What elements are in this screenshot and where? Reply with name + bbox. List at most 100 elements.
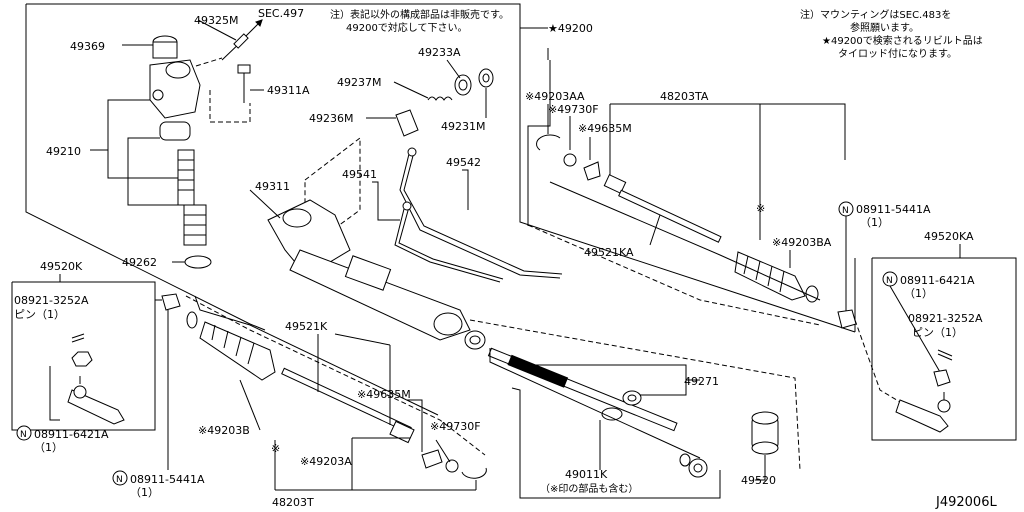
label-49233a: 49233A [418,46,461,59]
rack-group [464,330,779,478]
label-pin-right: ピン（1） [912,326,963,339]
tube-49541 [394,204,501,283]
clamp-49203aa [536,134,561,151]
main-frame-top [26,3,856,333]
bushing-49236m [395,109,419,137]
left-boot-group [186,311,487,479]
housing-end [433,312,463,336]
lock-plate-49635m-right [583,161,601,181]
label-08921-3252a-left: 08921-3252A [14,294,89,307]
label-49203aa: ※49203AA [525,90,585,103]
pinion-shaft [177,149,195,206]
cotter-pin-right [937,349,953,357]
spring-49237m [427,96,453,101]
right-inner-group [536,134,819,303]
label-08911-5441a-right-qty: （1） [860,216,889,229]
cap-body [152,41,178,59]
diagram-id: J492006L [935,495,997,510]
label-08911-5441a-left-qty: （1） [130,486,159,499]
label-48203ta: 48203TA [660,90,709,103]
label-49730f-right: ※49730F [548,103,599,116]
label-star-1: ※ [271,442,280,455]
circle-n-glyph-right-1: N [842,206,849,216]
lock-nut-right [837,309,857,329]
label-49635m-right: ※49635M [578,122,632,135]
bolt-49311a-head [237,64,251,74]
label-49730f-left: ※49730F [430,420,481,433]
rack-end-nut [679,453,691,467]
label-08911-6421a-left-qty: （1） [34,441,63,454]
box-49520k [11,281,156,431]
nut-left [71,351,93,367]
note-jp-line2: 49200で対応して下さい。 [346,21,468,34]
label-49203a: ※49203A [300,455,352,468]
housing-port [165,61,191,79]
label-pin-left: ピン（1） [14,308,65,321]
label-49262: 49262 [122,256,157,269]
nut-right [933,369,951,387]
label-49311a: 49311A [267,84,310,97]
circle-n-glyph-right-2: N [886,276,893,286]
label-49236m: 49236M [309,112,353,125]
label-49542: 49542 [446,156,481,169]
note-right-line1: 注）マウンティングはSEC.483を [800,8,951,21]
label-08911-6421a-right: 08911-6421A [900,274,975,287]
label-49271: 49271 [684,375,719,388]
label-48203t: 48203T [272,496,314,509]
label-49011k-note: （※印の部品も含む） [540,482,638,495]
circle-n-glyph-left-1: N [20,430,27,440]
tie-rod-end-right [895,399,949,433]
frame-49203aa [527,60,551,226]
note-jp-line1: 注）表記以外の構成部品は非販売です。 [330,8,509,21]
note-right-line4: タイロッド付になります。 [838,47,957,60]
label-49521k: 49521K [285,320,328,333]
label-49541: 49541 [342,168,377,181]
cotter-pin-left [71,333,85,339]
leader-49203b [239,379,261,431]
label-49311: 49311 [255,180,290,193]
tube-49542 [399,149,561,279]
housing-tube [289,249,471,341]
label-49520k: 49520K [40,260,83,273]
label-49210: 49210 [46,145,81,158]
label-sec497: SEC.497 [258,7,304,20]
label-08911-6421a-left: 08911-6421A [34,428,109,441]
note-right-line2: 参照願います。 [850,21,919,34]
inner-tie-rod-49521ka [618,189,722,243]
label-49011k: 49011K [565,468,608,481]
label-49521ka: 49521KA [584,246,634,259]
label-49231m: 49231M [441,120,485,133]
label-49635m-left: ※49635M [357,388,411,401]
label-49203ba: ※49203BA [772,236,832,249]
label-08911-5441a-right: 08911-5441A [856,203,931,216]
tie-rod-end-left [67,389,125,425]
washer-49730f-right [563,153,577,167]
circle-n-icon-left-1 [16,425,32,441]
housing-cylinder [344,255,392,291]
label-49200: ★49200 [548,22,593,35]
seal-group [395,68,494,137]
washer-49730f-left [445,459,459,473]
lower-frame [511,387,721,499]
rack-housing-group [267,136,563,341]
housing-boss [152,89,164,101]
label-49237m: 49237M [337,76,381,89]
seal-ring-49210a [159,121,191,141]
note-right-line3: ★49200で検索されるリビルト品は [822,34,983,47]
label-49325m: 49325M [194,14,238,27]
circle-n-glyph-left-2: N [116,475,123,485]
leader-49210-a [107,99,178,179]
rack-piston [601,407,623,421]
leader-49210-b [127,137,178,206]
valve-housing-group [149,33,251,269]
label-49369: 49369 [70,40,105,53]
label-08911-6421a-right-qty: （1） [904,287,933,300]
label-08911-5441a-left: 08911-5441A [130,473,205,486]
ball-joint-49521ka [603,174,627,194]
rack-teeth [507,354,569,388]
main-frame-outline [25,4,266,331]
clamp-49203a [461,467,487,479]
lock-plate-49635m-left [421,449,443,469]
circle-n-icon-left-2 [112,470,128,486]
